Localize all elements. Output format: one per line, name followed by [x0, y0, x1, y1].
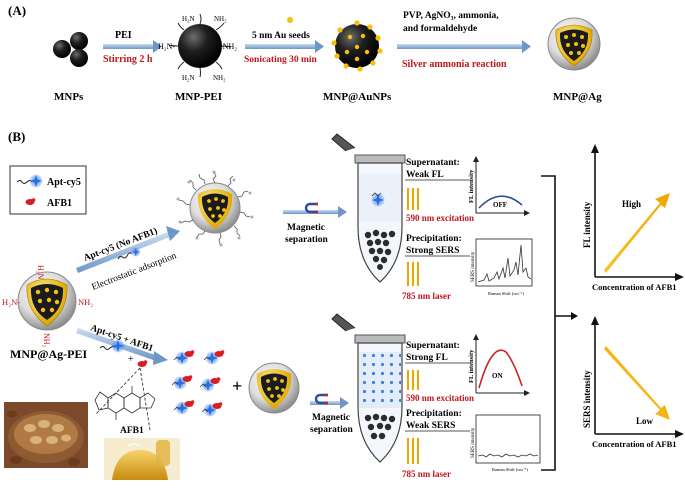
upper-excitation-label: 590 nm excitation [406, 213, 474, 223]
upper-precipitation-line2: Strong SERS [406, 246, 459, 256]
node-label-mnps: MNPs [54, 91, 84, 103]
legend-label-apt-cy5: Apt-cy5 [47, 177, 81, 188]
aptamer-afb1-complexes [171, 350, 225, 417]
result-sers-plot [591, 316, 684, 438]
probe-amine: H₂N [36, 265, 45, 280]
lower-precipitation-line1: Precipitation: [406, 409, 462, 419]
au-seed-icon [287, 17, 293, 23]
lower-precipitation-line2: Weak SERS [406, 421, 455, 431]
amine-label: H₂N- [158, 42, 175, 51]
magnet-icon [314, 393, 328, 405]
result-sers-ylabel: SERS intensity [582, 370, 592, 428]
upper-precipitation-line1: Precipitation: [406, 234, 462, 244]
lower-excitation-beam [407, 370, 419, 390]
mnp-pei-particle-icon [168, 13, 232, 78]
afb1-structure-icon [94, 386, 156, 420]
adsorbed-aptamer-particle-icon [176, 170, 254, 247]
mnp-ag-particle-icon [547, 17, 601, 71]
lower-excitation-label: 590 nm excitation [406, 393, 474, 403]
step2-condition: Sonicating 30 min [244, 55, 318, 65]
upper-fl-ylabel: FL intensity [468, 169, 475, 203]
afb1-structure-label: AFB1 [120, 426, 144, 436]
lower-branch-plus: + [128, 354, 134, 365]
probe-label: MNP@Ag-PEI [10, 347, 87, 361]
mnps-cluster-icon [53, 32, 88, 67]
step1-reagent: PEI [115, 30, 132, 41]
oil-photo-image [104, 438, 180, 480]
mnp-aunps-particle-icon [331, 20, 383, 72]
upper-fl-plot [473, 156, 530, 216]
result-sers-annotation: Low [636, 416, 654, 426]
lower-laser-beam [407, 438, 419, 464]
lower-magnet-arrow [310, 393, 349, 409]
upper-magnet-arrow [283, 202, 347, 218]
result-fl-annotation: High [622, 199, 641, 209]
step2-arrow [245, 40, 324, 53]
node-label-mnp-pei: MNP-PEI [175, 91, 222, 103]
amine-label: NH₂ [213, 74, 226, 82]
step3-reagent-line2: and formaldehyde [403, 24, 477, 34]
lower-sers-plot [475, 414, 541, 464]
lower-tube-icon [331, 313, 406, 463]
lower-sers-xlabel: Raman Shift (cm⁻¹) [492, 467, 528, 472]
result-fl-ylabel: FL intensity [582, 201, 592, 248]
node-label-mnp-aunps: MNP@AuNPs [323, 91, 392, 103]
upper-laser-beam [407, 262, 419, 286]
complexes-plus: + [232, 376, 242, 396]
amine-label: -NH₂ [220, 42, 237, 51]
upper-sers-plot [475, 238, 533, 287]
bare-mnp-ag-pei-particle-icon [248, 362, 300, 414]
lower-branch-reagents-icon [99, 339, 148, 367]
afb1-callout [94, 367, 156, 431]
step1-arrow [103, 40, 162, 53]
legend-label-afb1: AFB1 [47, 198, 72, 209]
step1-condition: Stirring 2 h [103, 54, 153, 65]
amine-label: H₂N [182, 74, 195, 82]
upper-sers-xlabel: Raman Shift (cm⁻¹) [488, 291, 524, 296]
magnet-icon [304, 202, 318, 214]
probe-amine: NH₂ [42, 333, 51, 348]
lower-sers-ylabel: SERS intensity [471, 427, 476, 458]
result-sers-xlabel: Concentration of AFB1 [592, 439, 677, 449]
probe-amine: NH₂ [78, 297, 93, 307]
step3-reagent-line1: PVP, AgNO₃, ammonia, [403, 11, 499, 21]
lower-supernatant-line1: Supernatant: [406, 341, 460, 351]
upper-branch-arrow [76, 226, 180, 273]
upper-sers-ylabel: SERS intensity [471, 251, 476, 282]
bracket-connectors [541, 175, 578, 471]
upper-laser-label: 785 nm laser [402, 291, 451, 301]
lower-fl-plot [473, 334, 530, 396]
lower-separation-line1: Magnetic [312, 413, 350, 423]
upper-tube-icon [331, 133, 406, 283]
legend-box: Apt-cy5 AFB1 [9, 165, 87, 215]
amine-label: NH₂ [214, 15, 227, 23]
lower-fl-state: ON [492, 372, 503, 380]
step3-condition: Silver ammonia reaction [402, 59, 507, 70]
panel-b-label: (B) [8, 129, 25, 144]
probe-amine: H₂N- [2, 297, 20, 307]
upper-fl-state: OFF [493, 201, 507, 209]
result-fl-xlabel: Concentration of AFB1 [592, 282, 677, 292]
panel-a-label: (A) [8, 3, 26, 18]
upper-supernatant-line2: Weak FL [406, 170, 444, 180]
lower-fl-ylabel: FL intensity [468, 349, 475, 383]
node-label-mnp-ag: MNP@Ag [553, 91, 602, 103]
mnp-ag-pei-probe-icon [17, 271, 77, 331]
step2-reagent: 5 nm Au seeds [252, 31, 310, 41]
result-fl-plot [591, 144, 684, 281]
lower-separation-line2: separation [310, 425, 353, 435]
amine-label: H₂N [182, 15, 195, 23]
lower-laser-label: 785 nm laser [402, 469, 451, 479]
aptamer-strand-icon [117, 252, 133, 260]
step3-arrow [397, 40, 531, 53]
upper-supernatant-line1: Supernatant: [406, 158, 460, 168]
upper-separation-line1: Magnetic [287, 223, 325, 233]
upper-excitation-beam [407, 188, 419, 210]
upper-separation-line2: separation [285, 235, 328, 245]
lower-supernatant-line2: Strong FL [406, 353, 448, 363]
nuts-photo-image [4, 402, 88, 468]
